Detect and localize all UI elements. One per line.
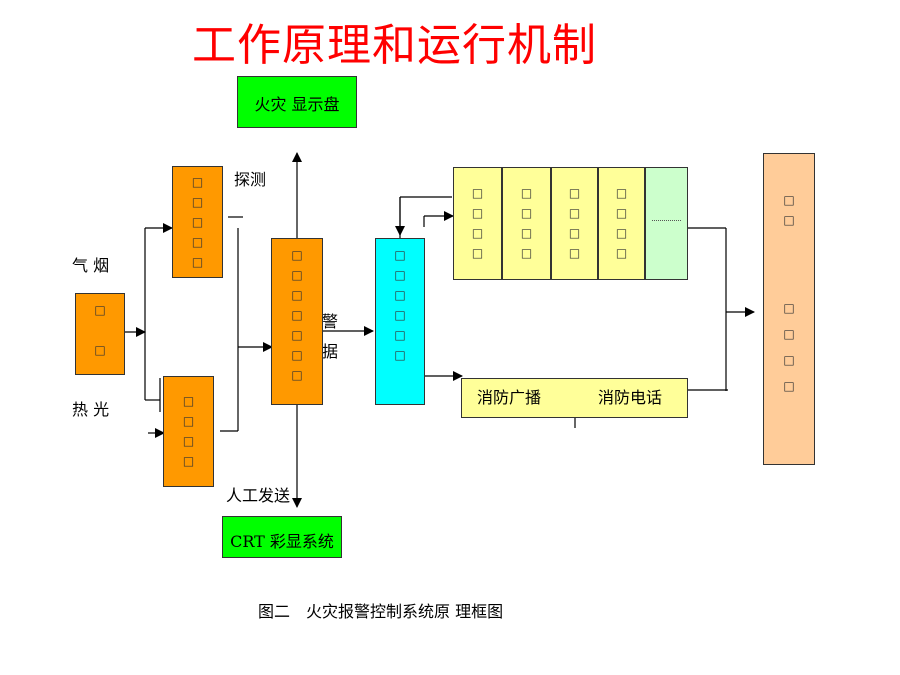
placeholder-glyph: □ (291, 268, 303, 282)
placeholder-glyph: □ (191, 175, 204, 189)
placeholder-glyph: □ (783, 327, 795, 341)
placeholder-glyph: □ (783, 213, 795, 227)
placeholder-glyph: □ (520, 186, 533, 200)
linkage-controller-box: □ □ □ □ □ □ (375, 238, 425, 405)
label-data: 据 (322, 342, 339, 361)
placeholder-glyph: □ (615, 246, 628, 260)
placeholder-glyph: □ (471, 226, 484, 240)
fire-display-panel-label: 火灾 显示盘 (254, 95, 340, 114)
placeholder-glyph: □ (291, 328, 303, 342)
alarm-controller-box: □ □ □ □ □ □ □ (271, 238, 323, 405)
fire-display-panel-box: 火灾 显示盘 (237, 76, 357, 128)
placeholder-glyph: □ (394, 288, 406, 302)
label-detect: 探测 (234, 170, 267, 189)
label-heat-light: 热 光 (72, 400, 110, 419)
placeholder-glyph: □ (568, 186, 581, 200)
placeholder-glyph: □ (471, 186, 484, 200)
module-box-3: □ □ □ □ (551, 167, 598, 280)
module-box-2: □ □ □ □ (502, 167, 551, 280)
placeholder-glyph: □ (291, 348, 303, 362)
placeholder-glyph: □ (568, 206, 581, 220)
heat-detector-box: □ □ □ □ (163, 376, 214, 487)
fire-broadcast-label: 消防广播 (477, 388, 542, 407)
placeholder-glyph: □ (615, 206, 628, 220)
module-box-4: □ □ □ □ (598, 167, 645, 280)
placeholder-glyph: □ (394, 348, 406, 362)
placeholder-glyph: □ (471, 246, 484, 260)
placeholder-glyph: □ (191, 235, 204, 249)
placeholder-glyph: □ (394, 268, 406, 282)
placeholder-glyph: □ (783, 301, 795, 315)
placeholder-glyph: □ (291, 308, 303, 322)
placeholder-glyph: □ (191, 255, 204, 269)
placeholder-glyph: □ (394, 328, 406, 342)
placeholder-glyph: □ (291, 288, 303, 302)
placeholder-glyph: □ (291, 368, 303, 382)
broadcast-phone-box: 消防广播 消防电话 (461, 378, 688, 418)
crt-display-label: CRT 彩显系统 (230, 532, 334, 551)
placeholder-glyph: □ (520, 206, 533, 220)
placeholder-glyph: □ (615, 226, 628, 240)
placeholder-glyph: □ (94, 343, 106, 357)
module-box-more (645, 167, 688, 280)
placeholder-glyph: □ (191, 195, 204, 209)
crt-display-box: CRT 彩显系统 (222, 516, 342, 558)
fire-phone-label: 消防电话 (598, 388, 663, 407)
placeholder-glyph: □ (520, 226, 533, 240)
placeholder-glyph: □ (182, 414, 195, 428)
figure-caption: 图二 火灾报警控制系统原 理框图 (258, 602, 504, 621)
placeholder-glyph: □ (191, 215, 204, 229)
placeholder-glyph: □ (394, 248, 406, 262)
label-alarm: 警 (322, 312, 339, 331)
placeholder-glyph: □ (783, 193, 795, 207)
placeholder-glyph: □ (471, 206, 484, 220)
placeholder-glyph: □ (291, 248, 303, 262)
output-device-box: □ □ □ □ □ □ (763, 153, 815, 465)
placeholder-glyph: □ (783, 379, 795, 393)
placeholder-glyph: □ (520, 246, 533, 260)
smoke-detector-box: □ □ □ □ □ (172, 166, 223, 278)
placeholder-glyph: □ (394, 308, 406, 322)
placeholder-glyph: □ (182, 394, 195, 408)
sensor-source-box: □ □ (75, 293, 125, 375)
placeholder-glyph: □ (615, 186, 628, 200)
label-manual-send: 人工发送 (226, 486, 291, 505)
page-title: 工作原理和运行机制 (192, 20, 597, 71)
placeholder-glyph: □ (94, 303, 106, 317)
module-box-1: □ □ □ □ (453, 167, 502, 280)
placeholder-glyph: □ (182, 434, 195, 448)
placeholder-glyph: □ (568, 246, 581, 260)
label-smoke: 气 烟 (72, 256, 110, 275)
placeholder-glyph: □ (182, 454, 195, 468)
ellipsis-dots (652, 220, 681, 221)
placeholder-glyph: □ (568, 226, 581, 240)
placeholder-glyph: □ (783, 353, 795, 367)
